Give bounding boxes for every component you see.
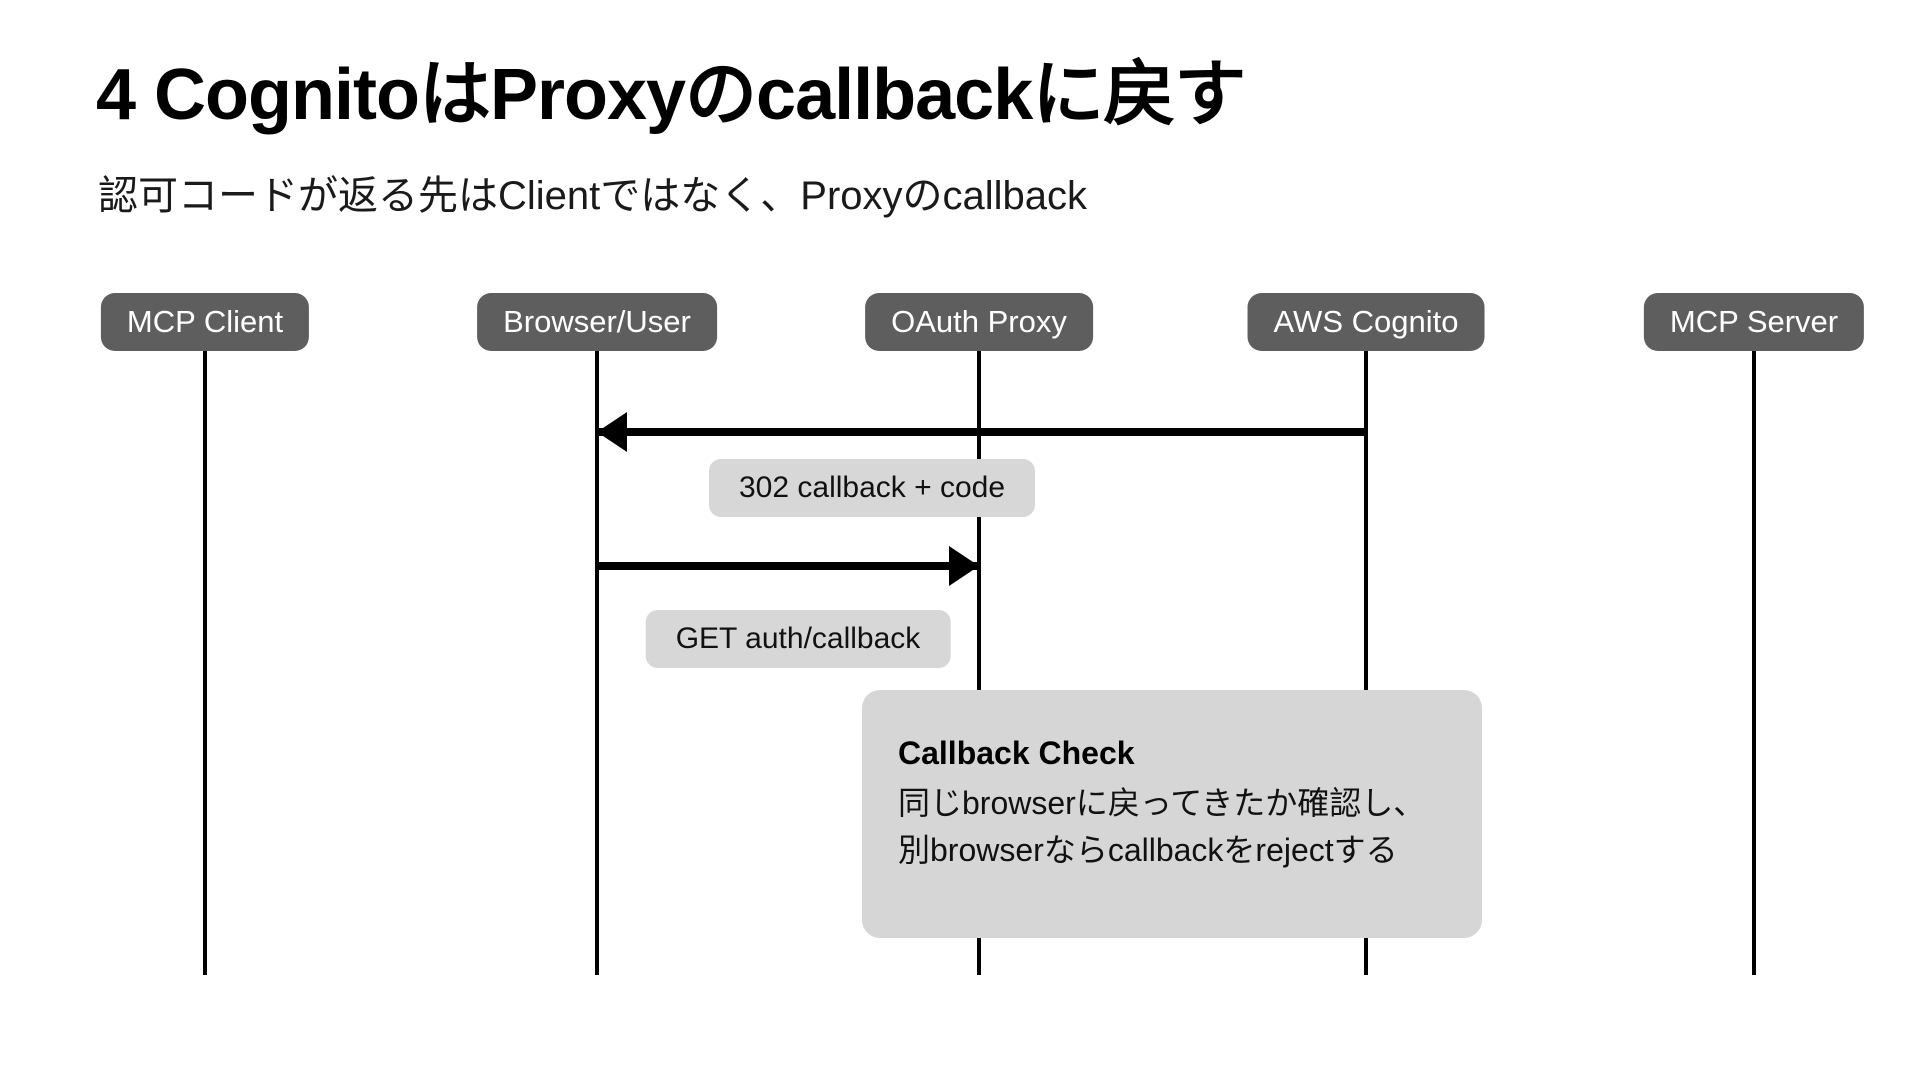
message-label-get-auth-callback: GET auth/callback <box>645 610 951 668</box>
lifeline-oauth-proxy <box>977 351 981 975</box>
note-title: Callback Check <box>898 735 1135 771</box>
lifeline-browser-user <box>595 351 599 975</box>
arrow-head-right-icon <box>949 546 979 586</box>
lifeline-aws-cognito <box>1364 351 1368 975</box>
message-arrow-get-auth-callback <box>597 562 979 570</box>
participant-aws-cognito[interactable]: AWS Cognito <box>1247 293 1485 351</box>
message-label-302-callback-code: 302 callback + code <box>708 459 1036 517</box>
lifeline-mcp-client <box>203 351 207 975</box>
note-callback-check: Callback Check 同じbrowserに戻ってきたか確認し、 別bro… <box>862 690 1482 938</box>
page-subtitle: 認可コードが返る先はClientではなく、Proxyのcallback <box>98 174 1088 218</box>
participant-mcp-server[interactable]: MCP Server <box>1643 293 1865 351</box>
participant-mcp-client[interactable]: MCP Client <box>100 293 310 351</box>
note-line-1: 同じbrowserに戻ってきたか確認し、 <box>898 785 1426 822</box>
page-title: 4 CognitoはProxyのcallbackに戻す <box>96 55 1246 135</box>
lifeline-mcp-server <box>1752 351 1756 975</box>
message-arrow-302-callback-code <box>597 428 1366 436</box>
participant-browser-user[interactable]: Browser/User <box>477 293 717 351</box>
participant-oauth-proxy[interactable]: OAuth Proxy <box>865 293 1093 351</box>
arrow-head-left-icon <box>597 412 627 452</box>
note-line-2: 別browserならcallbackをrejectする <box>898 831 1398 868</box>
